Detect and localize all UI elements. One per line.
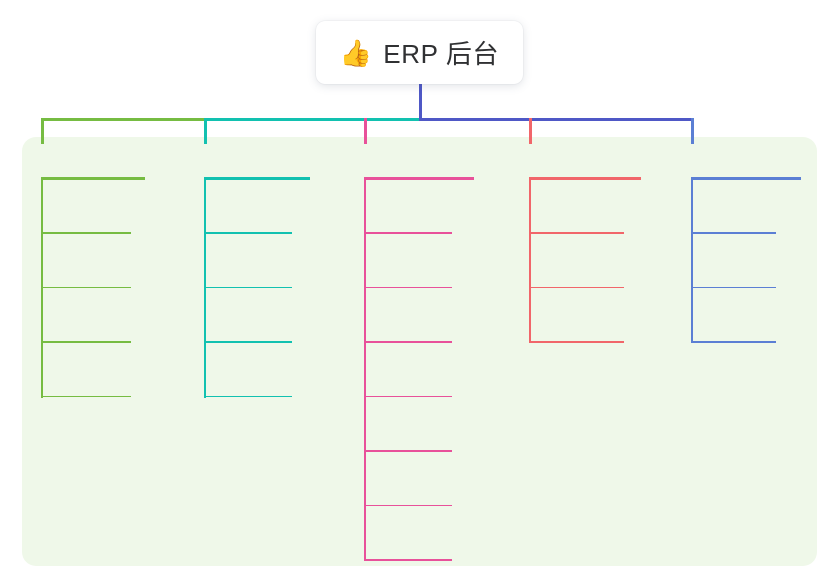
bus-segment-green (41, 118, 205, 121)
root-node-label: ERP 后台 (383, 39, 500, 69)
bus-segment-indigo (419, 118, 694, 121)
leaf-rule-1-4 (41, 395, 131, 398)
leaf-rule-2-4 (204, 395, 292, 398)
leaf-rule-4-1 (529, 232, 624, 234)
leaf-rule-3-2 (364, 286, 452, 289)
leaf-rule-3-3 (364, 341, 452, 343)
root-node-content: 👍 ERP 后台 (340, 34, 499, 71)
leaf-rule-2-3 (204, 341, 292, 343)
leaf-rule-5-2 (691, 286, 776, 289)
leaf-rule-3-4 (364, 395, 452, 398)
branch-header-rule-2 (204, 177, 310, 180)
leaf-rule-3-5 (364, 450, 452, 452)
branch-header-rule-4 (529, 177, 641, 180)
leaf-rule-5-1 (691, 232, 776, 234)
leaf-rule-1-1 (41, 232, 131, 234)
branch-drop-3 (364, 118, 367, 144)
leaf-rule-2-2 (204, 286, 292, 289)
root-stem-line (418, 84, 422, 121)
branch-drop-5 (691, 118, 694, 144)
thumbs-up-icon: 👍 (339, 37, 373, 68)
leaf-rule-3-1 (364, 232, 452, 234)
branch-drop-2 (204, 118, 207, 144)
leaf-rule-3-7 (364, 559, 452, 561)
branch-header-rule-5 (691, 177, 801, 180)
leaf-rule-1-2 (41, 286, 131, 289)
leaf-rule-4-2 (529, 286, 624, 289)
diagram-background-panel (22, 137, 817, 566)
branch-spine-5 (691, 177, 693, 343)
branch-drop-1 (41, 118, 44, 144)
bus-segment-teal (204, 118, 421, 121)
root-node-card[interactable]: 👍 ERP 后台 (316, 21, 523, 84)
branch-header-rule-3 (364, 177, 474, 180)
leaf-rule-1-3 (41, 341, 131, 343)
leaf-rule-4-3 (529, 341, 624, 343)
branch-spine-3 (364, 177, 366, 561)
leaf-rule-5-3 (691, 341, 776, 343)
leaf-rule-2-1 (204, 232, 292, 234)
leaf-rule-3-6 (364, 504, 452, 507)
branch-spine-4 (529, 177, 531, 343)
branch-header-rule-1 (41, 177, 145, 180)
branch-drop-4 (529, 118, 532, 144)
